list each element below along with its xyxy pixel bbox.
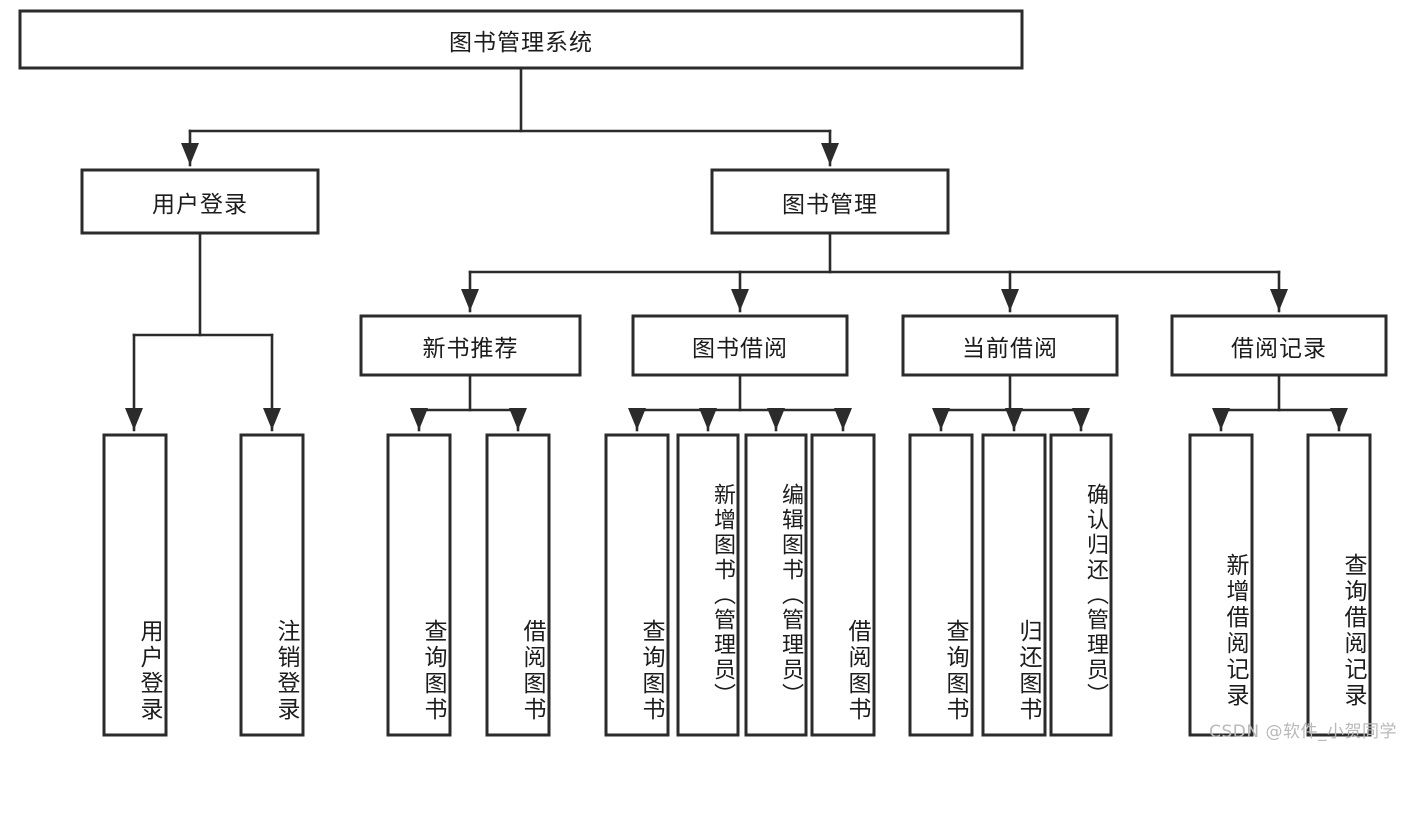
node-box-leaf-user-logout <box>239 433 305 737</box>
new-book-bus-arrow-icon <box>410 408 428 430</box>
submodule-node-book-borrow[interactable] <box>633 316 847 375</box>
node-box-leaf-add-book <box>676 433 740 737</box>
book-borrow-bus-arrow-icon <box>628 408 646 430</box>
root-bus-arrow-icon <box>821 143 839 165</box>
edges-layer <box>125 66 1348 432</box>
diagram-canvas: 图书管理系统用户登录图书管理新书推荐图书借阅当前借阅借阅记录用户登录注销登录查询… <box>18 9 1397 742</box>
node-box-leaf-return-book <box>981 433 1047 737</box>
book-borrow-bus-arrow-icon <box>767 408 785 430</box>
leaf-node-leaf-add-borrow-record[interactable] <box>1190 435 1252 735</box>
book-manage-bus-arrow-icon <box>461 289 479 311</box>
node-box-leaf-borrow-book <box>810 433 876 737</box>
node-box-book-manage <box>710 168 950 235</box>
new-book-bus-arrow-icon <box>509 408 527 430</box>
submodule-node-new-book-recommend[interactable] <box>361 316 580 375</box>
node-box-root <box>18 9 1024 70</box>
current-borrow-bus-arrow-icon <box>1005 408 1023 430</box>
node-box-leaf-query-borrow-record <box>1306 433 1372 737</box>
node-box-user-login <box>80 168 320 235</box>
leaf-node-leaf-edit-book[interactable] <box>746 435 806 735</box>
node-box-leaf-query-book-borrow <box>604 433 670 737</box>
user-login-bus-arrow-icon <box>263 408 281 430</box>
node-box-leaf-query-book-rec <box>386 433 452 737</box>
node-box-borrow-record <box>1170 314 1388 377</box>
book-manage-bus-arrow-icon <box>731 289 749 311</box>
node-box-leaf-borrow-book-rec <box>485 433 551 737</box>
node-box-leaf-query-book-current <box>908 433 974 737</box>
leaf-node-leaf-query-book-current[interactable] <box>910 435 972 735</box>
node-box-leaf-user-login <box>102 433 168 737</box>
leaf-node-leaf-confirm-return[interactable] <box>1051 435 1111 735</box>
node-box-leaf-confirm-return <box>1049 433 1113 737</box>
leaf-node-leaf-borrow-book[interactable] <box>812 435 874 735</box>
boxes-layer <box>18 9 1388 737</box>
leaf-node-leaf-return-book[interactable] <box>983 435 1045 735</box>
leaf-node-leaf-borrow-book-rec[interactable] <box>487 435 549 735</box>
node-box-new-book-recommend <box>359 314 582 377</box>
user-login-bus-arrow-icon <box>125 408 143 430</box>
node-box-current-borrow <box>901 314 1119 377</box>
module-node-user-login[interactable] <box>82 170 318 233</box>
leaf-node-leaf-query-book-rec[interactable] <box>388 435 450 735</box>
leaf-node-leaf-user-login[interactable] <box>104 435 166 735</box>
module-node-book-manage[interactable] <box>712 170 948 233</box>
borrow-record-bus-arrow-icon <box>1330 408 1348 430</box>
submodule-node-current-borrow[interactable] <box>903 316 1117 375</box>
root-node-root[interactable] <box>20 11 1022 68</box>
leaf-node-leaf-add-book[interactable] <box>678 435 738 735</box>
current-borrow-bus-arrow-icon <box>932 408 950 430</box>
node-box-book-borrow <box>631 314 849 377</box>
leaf-node-leaf-query-borrow-record[interactable] <box>1308 435 1370 735</box>
current-borrow-bus-arrow-icon <box>1072 408 1090 430</box>
submodule-node-borrow-record[interactable] <box>1172 316 1386 375</box>
book-borrow-bus-arrow-icon <box>834 408 852 430</box>
node-box-leaf-edit-book <box>744 433 808 737</box>
leaf-node-leaf-user-logout[interactable] <box>241 435 303 735</box>
leaf-node-leaf-query-book-borrow[interactable] <box>606 435 668 735</box>
root-bus-arrow-icon <box>181 143 199 165</box>
borrow-record-bus-arrow-icon <box>1212 408 1230 430</box>
book-manage-bus-arrow-icon <box>1270 289 1288 311</box>
diagram-svg <box>18 9 1388 737</box>
book-manage-bus-arrow-icon <box>1001 289 1019 311</box>
book-borrow-bus-arrow-icon <box>699 408 717 430</box>
node-box-leaf-add-borrow-record <box>1188 433 1254 737</box>
